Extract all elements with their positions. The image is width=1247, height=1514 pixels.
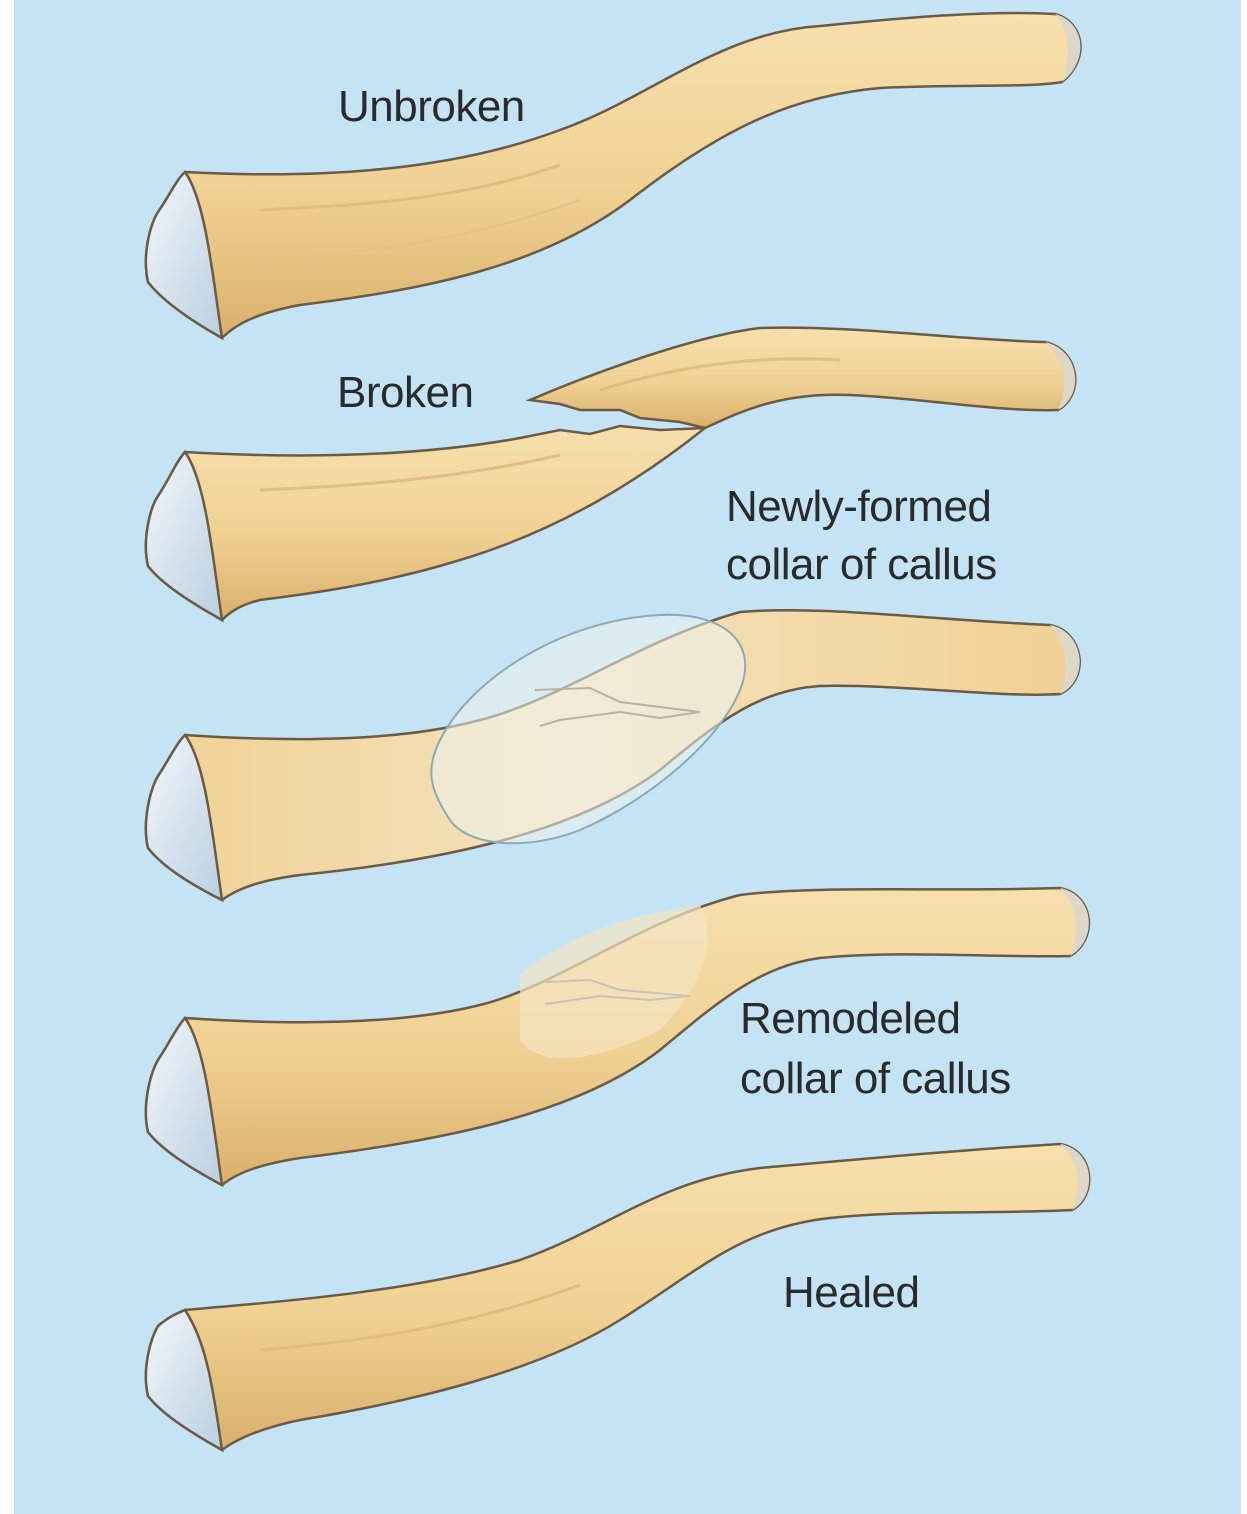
label-broken: Broken: [337, 366, 473, 420]
label-remodeled-line1: Remodeled: [740, 992, 961, 1046]
bone-callus-new: [146, 610, 1080, 900]
bone-healed: [146, 1144, 1089, 1450]
label-healed: Healed: [783, 1266, 919, 1320]
label-remodeled-line2: collar of callus: [740, 1052, 1011, 1106]
bone-broken-upper: [530, 328, 1075, 428]
label-newly-formed-line1: Newly-formed: [726, 480, 991, 534]
bone-broken-lower: [146, 426, 705, 620]
label-unbroken: Unbroken: [338, 80, 525, 134]
bone-unbroken: [146, 13, 1081, 338]
label-newly-formed-line2: collar of callus: [726, 538, 997, 592]
